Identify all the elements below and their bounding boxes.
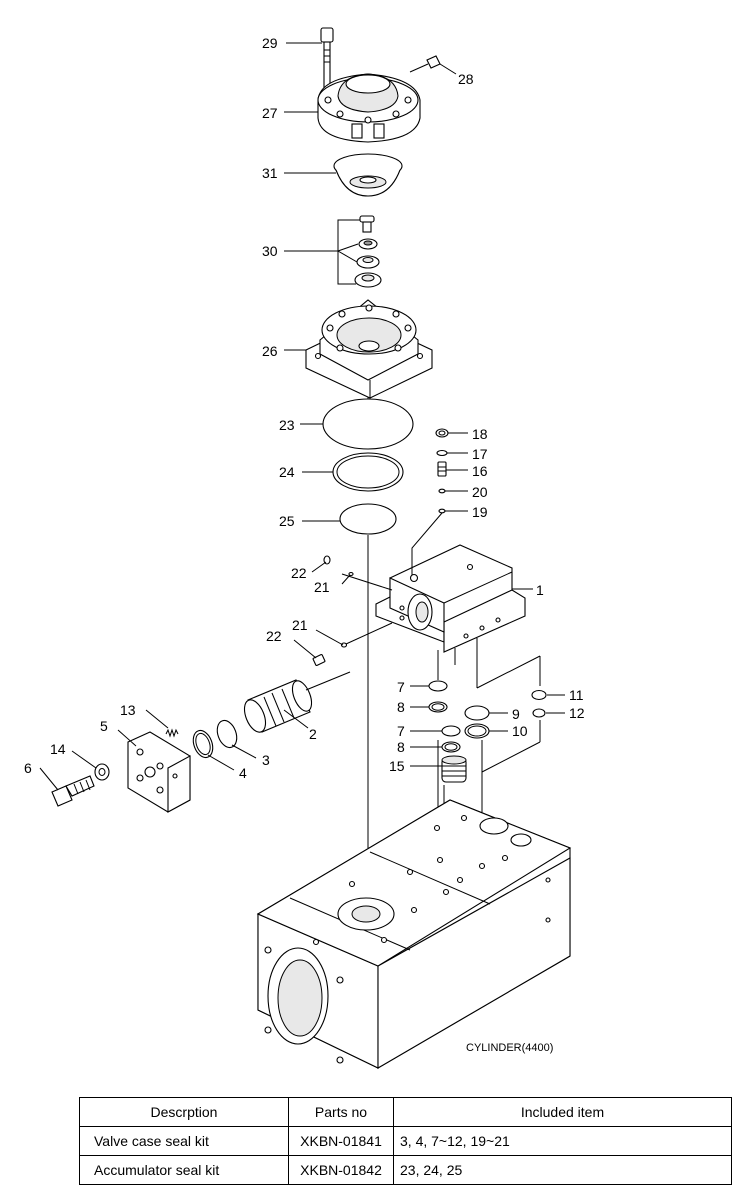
- label-19: 19: [472, 504, 488, 520]
- label-16: 16: [472, 463, 488, 479]
- part-6-bolt: [51, 775, 95, 807]
- label-13: 13: [120, 702, 136, 718]
- part-4-back-up-ring: [192, 729, 214, 759]
- part-19-o-ring: [438, 508, 446, 514]
- part-11-o-ring: [531, 689, 547, 701]
- label-22-upper: 22: [291, 565, 307, 581]
- cell-included-item: 23, 24, 25: [393, 1155, 732, 1185]
- seal-kit-table: Descrption Parts no Included item Valve …: [79, 1097, 732, 1185]
- part-13-spring: [165, 728, 179, 738]
- part-2-spool: [243, 671, 351, 733]
- cell-included-item: 3, 4, 7~12, 19~21: [393, 1126, 732, 1156]
- cell-description: Accumulator seal kit: [79, 1155, 289, 1185]
- label-8-lower: 8: [397, 739, 405, 755]
- part-27-accumulator-cover: [317, 73, 421, 143]
- label-3: 3: [262, 752, 270, 768]
- label-7-upper: 7: [397, 679, 405, 695]
- part-12-back-up-ring: [532, 708, 546, 718]
- label-6: 6: [24, 760, 32, 776]
- label-30: 30: [262, 243, 278, 259]
- exploded-parts-diagram: 29 28 27 31 30 26 23 18 17 16 20 24 19 2…: [24, 27, 585, 1069]
- part-24-seal-ring: [332, 452, 404, 492]
- part-15-plug: [441, 755, 467, 783]
- label-10: 10: [512, 723, 528, 739]
- label-23: 23: [279, 417, 295, 433]
- label-4: 4: [239, 765, 247, 781]
- part-17-washer: [436, 449, 448, 457]
- table-header-row: Descrption Parts no Included item: [79, 1097, 732, 1127]
- label-2: 2: [309, 726, 317, 742]
- header-description: Descrption: [79, 1097, 289, 1127]
- label-21-upper: 21: [314, 579, 330, 595]
- label-31: 31: [262, 165, 278, 181]
- label-15: 15: [389, 758, 405, 774]
- part-20-o-ring: [438, 488, 446, 494]
- leader-lines: [39, 42, 565, 791]
- label-29: 29: [262, 35, 278, 51]
- label-5: 5: [100, 718, 108, 734]
- part-8-back-up-ring-lower: [441, 741, 461, 753]
- table-row: Accumulator seal kit XKBN-01842 23, 24, …: [79, 1155, 732, 1185]
- part-3-o-ring: [216, 719, 238, 749]
- part-26-accumulator-body: [305, 299, 433, 399]
- part-21-orifice-lower: [340, 642, 348, 648]
- label-27: 27: [262, 105, 278, 121]
- header-parts-no: Parts no: [288, 1097, 394, 1127]
- label-17: 17: [472, 446, 488, 462]
- part-21-orifice-upper: [348, 571, 354, 577]
- label-18: 18: [472, 426, 488, 442]
- label-20: 20: [472, 484, 488, 500]
- part-31-diaphragm: [333, 153, 403, 197]
- part-22-plug-lower: [312, 654, 326, 666]
- cylinder-caption: CYLINDER(4400): [466, 1042, 553, 1054]
- cylinder-body: [256, 799, 572, 1069]
- part-8-back-up-ring-upper: [428, 701, 448, 713]
- part-18-nut: [435, 428, 449, 438]
- align-line: [476, 655, 541, 689]
- part-9-seal: [464, 705, 490, 721]
- table-row: Valve case seal kit XKBN-01841 3, 4, 7~1…: [79, 1126, 732, 1156]
- part-5-cover: [127, 731, 191, 813]
- label-9: 9: [512, 706, 520, 722]
- align-line: [481, 741, 541, 773]
- cell-description: Valve case seal kit: [79, 1126, 289, 1156]
- part-10-back-up-ring: [464, 723, 490, 739]
- cell-parts-no: XKBN-01841: [288, 1126, 394, 1156]
- label-12: 12: [569, 705, 585, 721]
- label-28: 28: [458, 71, 474, 87]
- label-22-lower: 22: [266, 628, 282, 644]
- part-30-bolt-washer-assembly: [354, 215, 382, 288]
- header-included-item: Included item: [393, 1097, 732, 1127]
- part-23-diaphragm-disc: [322, 398, 414, 450]
- label-21-lower: 21: [292, 617, 308, 633]
- part-1-valve-case: [375, 544, 526, 665]
- label-26: 26: [262, 343, 278, 359]
- label-11: 11: [569, 687, 584, 703]
- part-14-washer: [94, 763, 110, 781]
- label-25: 25: [279, 513, 295, 529]
- label-14: 14: [50, 741, 66, 757]
- part-7-o-ring-upper: [428, 680, 448, 692]
- label-7-lower: 7: [397, 723, 405, 739]
- part-16-plug: [437, 461, 447, 477]
- part-7-o-ring-lower: [441, 725, 461, 737]
- label-1: 1: [536, 582, 544, 598]
- cell-parts-no: XKBN-01842: [288, 1155, 394, 1185]
- label-8-upper: 8: [397, 699, 405, 715]
- part-28-plug: [409, 55, 441, 73]
- label-24: 24: [279, 464, 295, 480]
- part-25-o-ring: [339, 503, 397, 535]
